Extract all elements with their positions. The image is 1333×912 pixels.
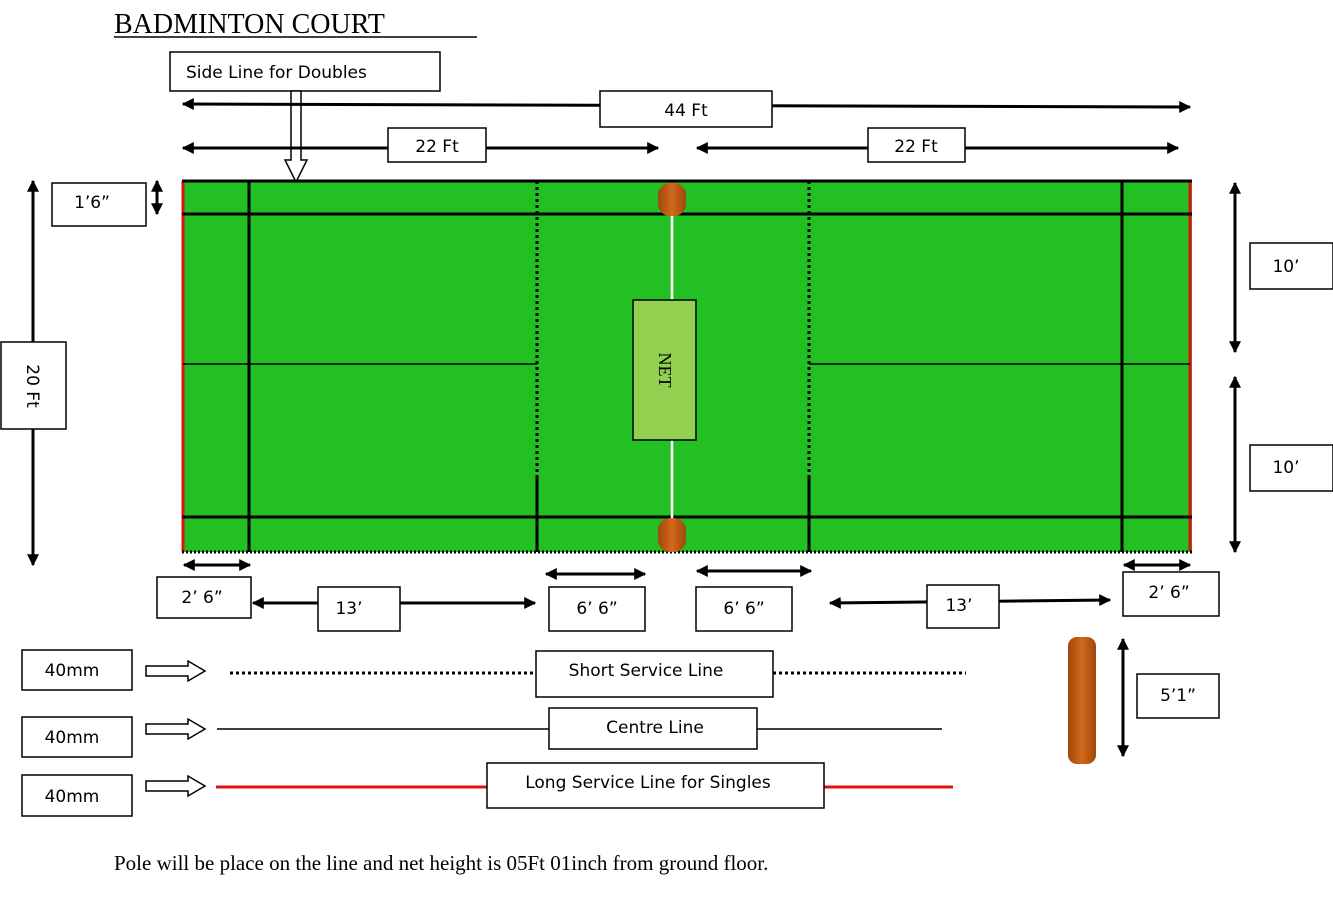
legend-name-box: [548, 707, 758, 750]
side-line-doubles-label: Side Line for Doubles: [186, 63, 367, 83]
half-width-bottom-box: [1249, 444, 1333, 492]
legend-short-service: 40mm Short Service Line: [21, 649, 966, 698]
legend-centre-line: 40mm Centre Line: [21, 707, 942, 758]
half-left-label: 22 Ft: [415, 137, 459, 157]
legend-name-label: Long Service Line for Singles: [525, 773, 771, 793]
legend-arrow-icon: [145, 659, 207, 683]
service-left-box: [317, 586, 401, 632]
net-box: [632, 299, 697, 441]
legend-width-label: 40mm: [45, 661, 100, 681]
court: NET: [181, 179, 1192, 554]
alley-box: [51, 182, 147, 227]
service-right-label: 13’: [945, 596, 972, 616]
service-left-label: 13’: [335, 599, 362, 619]
page-title: BADMINTON COURT: [114, 9, 385, 40]
back-left-box: [156, 576, 252, 619]
back-left-label: 2’ 6”: [181, 588, 222, 608]
back-right-box: [1122, 571, 1220, 617]
legend-width-box: [21, 716, 133, 758]
pole-illustration: [1068, 637, 1096, 764]
half-right-box: [867, 127, 966, 163]
pole-height-box: [1136, 673, 1220, 719]
legend-width-label: 40mm: [45, 728, 100, 748]
pole-height-label: 5’1”: [1160, 686, 1196, 706]
legend-width-box: [21, 774, 133, 817]
length-44ft-label: 44 Ft: [664, 101, 708, 121]
alley-label: 1’6”: [74, 193, 110, 213]
half-width-bottom-label: 10’: [1272, 458, 1299, 478]
half-width-top-box: [1249, 242, 1333, 290]
legend-arrow-icon: [145, 717, 207, 741]
side-line-doubles-box: [169, 51, 441, 92]
footer-note: Pole will be place on the line and net h…: [114, 851, 768, 875]
width-20ft-label: 20 Ft: [22, 364, 42, 408]
half-width-top-label: 10’: [1272, 257, 1299, 277]
length-44ft-box: [599, 90, 773, 128]
legend-width-box: [21, 649, 133, 691]
back-right-label: 2’ 6”: [1148, 583, 1189, 603]
short-right-label: 6’ 6”: [723, 599, 764, 619]
half-left-box: [387, 127, 487, 163]
short-right-box: [695, 586, 793, 632]
legend-name-label: Short Service Line: [569, 661, 724, 681]
service-right-box: [926, 584, 1000, 629]
legend-name-box: [486, 762, 825, 809]
legend-width-label: 40mm: [45, 787, 100, 807]
legend-arrow-icon: [145, 774, 207, 798]
net-pole-bottom: [658, 518, 686, 552]
net-pole-top: [658, 183, 686, 216]
width-20ft-box: [0, 341, 67, 430]
legend-name-label: Centre Line: [606, 718, 704, 738]
short-left-box: [548, 586, 646, 632]
short-left-label: 6’ 6”: [576, 599, 617, 619]
legend-long-service-singles: 40mm Long Service Line for Singles: [21, 762, 953, 817]
half-right-label: 22 Ft: [894, 137, 938, 157]
legend-name-box: [535, 650, 774, 698]
net-label: NET: [655, 353, 675, 388]
